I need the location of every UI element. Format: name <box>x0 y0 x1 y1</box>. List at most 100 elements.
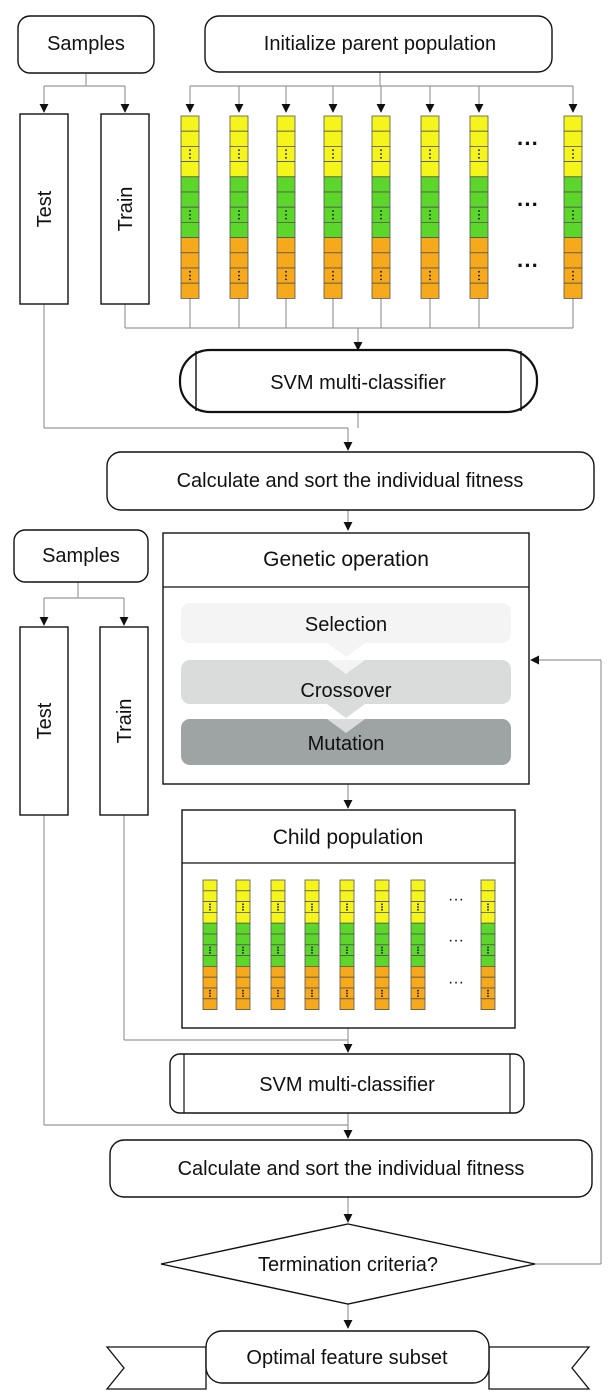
horizontal-ellipsis-icon: ··· <box>517 253 539 278</box>
gene-cell <box>410 998 426 1010</box>
bottom-section: Samples Test Train Genetic operation Sel… <box>13 529 602 1390</box>
gene-cell <box>180 176 200 193</box>
gene-cell <box>563 115 583 132</box>
child-population-label: Child population <box>273 826 424 849</box>
gene-cell <box>469 221 489 238</box>
gene-cell <box>180 115 200 132</box>
fitness-box-top <box>106 451 595 511</box>
gene-cell <box>235 922 251 935</box>
gene-cell <box>270 955 286 967</box>
gene-cell <box>469 176 489 193</box>
horizontal-ellipsis-icon: ··· <box>517 131 539 156</box>
gene-cell <box>480 879 496 892</box>
train-box <box>100 113 150 305</box>
gene-cell <box>339 890 355 902</box>
mutation-step <box>181 719 511 765</box>
selection-step <box>181 603 511 643</box>
gene-cell <box>323 191 343 208</box>
chromosome <box>270 879 286 1010</box>
svm-classifier-top <box>178 348 539 414</box>
gene-cell <box>304 966 320 978</box>
gene-cell <box>469 252 489 269</box>
gene-cell <box>229 130 249 147</box>
gene-cell <box>229 252 249 269</box>
gene-cell <box>469 191 489 208</box>
gene-cell <box>270 879 286 892</box>
chromosome <box>480 879 496 1010</box>
gene-cell <box>304 890 320 902</box>
gene-cell <box>323 176 343 193</box>
gene-cell <box>420 191 440 208</box>
gene-cell <box>202 879 218 892</box>
train-label: Train <box>115 187 137 232</box>
samples-label: Samples <box>47 33 125 55</box>
gene-cell <box>410 955 426 967</box>
gene-cell <box>180 282 200 299</box>
chromosome <box>229 115 249 299</box>
gene-cell <box>229 161 249 178</box>
gene-cell <box>469 282 489 299</box>
chromosome <box>469 115 489 299</box>
gene-cell <box>374 966 390 978</box>
gene-cell <box>410 912 426 924</box>
fitness-label-bottom: Calculate and sort the individual fitnes… <box>178 1158 525 1180</box>
initialize-population-box <box>204 15 553 73</box>
gene-cell <box>339 955 355 967</box>
gene-cell <box>410 922 426 935</box>
gene-cell <box>276 176 296 193</box>
gene-cell <box>339 879 355 892</box>
gene-cell <box>180 161 200 178</box>
gene-cell <box>480 890 496 902</box>
gene-cell <box>480 976 496 989</box>
top-section: Samples Initialize parent population Tes… <box>17 15 595 531</box>
gene-cell <box>371 115 391 132</box>
gene-cell <box>229 221 249 238</box>
genetic-operation-title: Genetic operation <box>263 548 429 571</box>
gene-cell <box>202 966 218 978</box>
gene-cell <box>323 282 343 299</box>
gene-cell <box>410 933 426 946</box>
termination-diamond <box>160 1223 536 1305</box>
gene-cell <box>339 922 355 935</box>
gene-cell <box>374 998 390 1010</box>
samples-box-2 <box>13 529 149 583</box>
gene-cell <box>304 912 320 924</box>
gene-cell <box>304 922 320 935</box>
gene-cell <box>180 130 200 147</box>
gene-cell <box>371 221 391 238</box>
gene-cell <box>420 252 440 269</box>
chromosome <box>202 879 218 1010</box>
gene-cell <box>180 237 200 254</box>
chromosome <box>371 115 391 299</box>
selection-label: Selection <box>305 614 387 636</box>
gene-cell <box>323 252 343 269</box>
gene-cell <box>420 282 440 299</box>
gene-cell <box>235 912 251 924</box>
gene-cell <box>304 976 320 989</box>
gene-cell <box>276 115 296 132</box>
gene-cell <box>480 922 496 935</box>
train-label-2: Train <box>114 699 136 744</box>
svm-classifier-bottom <box>169 1053 525 1114</box>
gene-cell <box>469 115 489 132</box>
gene-cell <box>323 161 343 178</box>
gene-cell <box>323 115 343 132</box>
gene-cell <box>420 176 440 193</box>
crossover-label: Crossover <box>300 680 391 702</box>
gene-cell <box>410 976 426 989</box>
gene-cell <box>270 933 286 946</box>
gene-cell <box>469 130 489 147</box>
gene-cell <box>374 890 390 902</box>
gene-cell <box>339 912 355 924</box>
gene-cell <box>374 912 390 924</box>
gene-cell <box>202 976 218 989</box>
gene-cell <box>270 976 286 989</box>
test-label-2: Test <box>34 702 56 739</box>
gene-cell <box>270 966 286 978</box>
gene-cell <box>270 998 286 1010</box>
optimal-feature-subset-label: Optimal feature subset <box>246 1347 448 1369</box>
gene-cell <box>371 176 391 193</box>
gene-cell <box>235 976 251 989</box>
gene-cell <box>323 221 343 238</box>
